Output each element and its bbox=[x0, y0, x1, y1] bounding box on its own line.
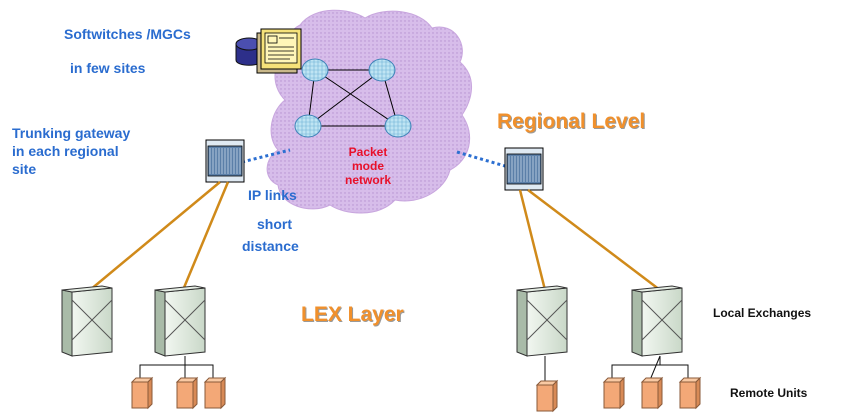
packet-network-label: Packet mode network bbox=[333, 145, 403, 187]
trunking-gateway-line-1: Trunking gateway bbox=[12, 125, 131, 141]
trunking-gateway-right bbox=[504, 147, 544, 191]
ip-links-label: IP links bbox=[248, 187, 297, 203]
trunking-gateway-label: Trunking gateway in each regional site bbox=[12, 124, 130, 178]
remote-unit bbox=[602, 376, 626, 410]
trunking-gateway-line-2: in each regional bbox=[12, 143, 119, 159]
trunking-gateway-line-3: site bbox=[12, 161, 37, 177]
remote-unit bbox=[535, 379, 559, 413]
trunking-gateway-left bbox=[205, 139, 245, 183]
local-exchanges-label: Local Exchanges bbox=[713, 306, 812, 320]
distance-label: distance bbox=[242, 238, 299, 254]
router-node-1 bbox=[301, 58, 329, 82]
softswitches-label: Softwitches /MGCs bbox=[64, 26, 191, 42]
router-nodes bbox=[294, 58, 412, 138]
ip-dotted-links bbox=[241, 148, 506, 168]
remote-unit bbox=[678, 376, 702, 410]
packet-network-line-2: mode bbox=[351, 159, 384, 173]
softswitch-icon bbox=[235, 28, 302, 74]
remote-unit bbox=[203, 376, 227, 410]
trunk-lines bbox=[89, 181, 661, 291]
packet-network-line-1: Packet bbox=[348, 145, 388, 159]
remote-unit bbox=[130, 376, 154, 410]
few-sites-label: in few sites bbox=[70, 60, 146, 76]
remote-units-label: Remote Units bbox=[730, 386, 808, 400]
local-exchange-4 bbox=[631, 285, 683, 357]
local-exchange-3 bbox=[516, 285, 568, 357]
regional-level-heading: Regional Level bbox=[497, 110, 646, 133]
local-exchange-1 bbox=[61, 285, 113, 357]
packet-network-line-3: network bbox=[344, 173, 391, 187]
remote-unit bbox=[175, 376, 199, 410]
remote-unit bbox=[640, 376, 664, 410]
router-node-4 bbox=[384, 114, 412, 138]
lex-layer-heading: LEX Layer bbox=[301, 303, 404, 326]
remote-unit-links bbox=[139, 355, 689, 382]
short-label: short bbox=[257, 216, 292, 232]
router-node-2 bbox=[368, 58, 396, 82]
router-node-3 bbox=[294, 114, 322, 138]
local-exchange-2 bbox=[154, 285, 206, 357]
ip-link-right bbox=[456, 150, 506, 168]
ip-link-left bbox=[241, 148, 291, 164]
remote-units bbox=[130, 376, 702, 413]
